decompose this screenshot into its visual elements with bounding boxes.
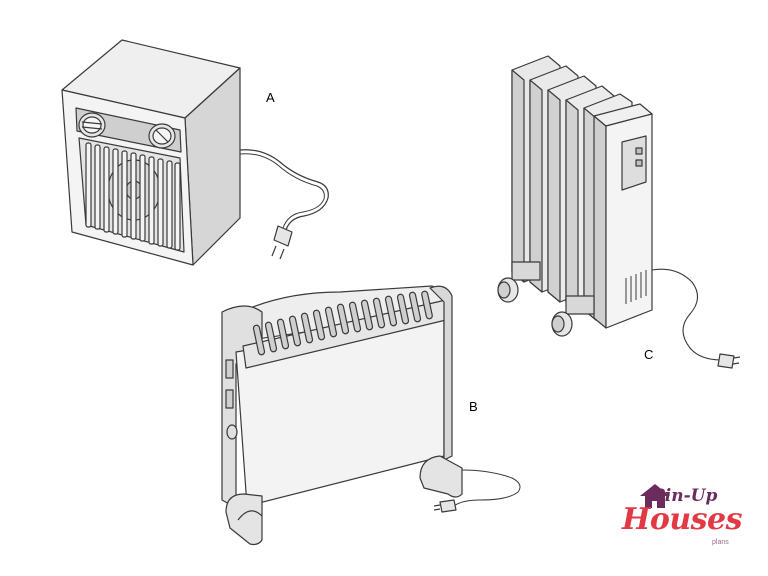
control-button-1: [635, 147, 643, 155]
label-b: B: [469, 399, 478, 414]
oil-radiator-c: [497, 55, 741, 369]
left-foot: [225, 493, 263, 546]
fan-heater-a: [61, 39, 329, 266]
housing-vents: [625, 270, 647, 304]
side-switch-1: [225, 359, 234, 379]
logo-line-3: plans: [712, 539, 729, 546]
logo-house-icon: [640, 484, 670, 508]
logo-line-1: Pin-Up: [652, 486, 718, 506]
power-cord-b: [453, 469, 521, 507]
caster-wheels: [497, 261, 595, 337]
control-button-2: [635, 159, 643, 167]
power-cord-c: [651, 268, 723, 361]
convector-heater-b: [221, 285, 521, 546]
right-foot: [419, 455, 463, 498]
vent-slots: [252, 290, 433, 356]
plug-b: [439, 499, 457, 513]
side-switch-2: [225, 389, 234, 409]
pin-up-houses-logo: Pin-Up Houses plans: [612, 486, 752, 556]
right-end-cap: [429, 285, 453, 461]
plug-a: [273, 225, 293, 247]
side-dial: [226, 424, 238, 440]
power-cord-a: [239, 149, 329, 231]
grille-bars: [85, 142, 181, 251]
label-a: A: [266, 90, 275, 105]
label-c: C: [644, 347, 654, 362]
logo-line-2: Houses: [622, 502, 743, 537]
control-housing-side: [593, 115, 607, 329]
plug-c: [717, 353, 735, 369]
